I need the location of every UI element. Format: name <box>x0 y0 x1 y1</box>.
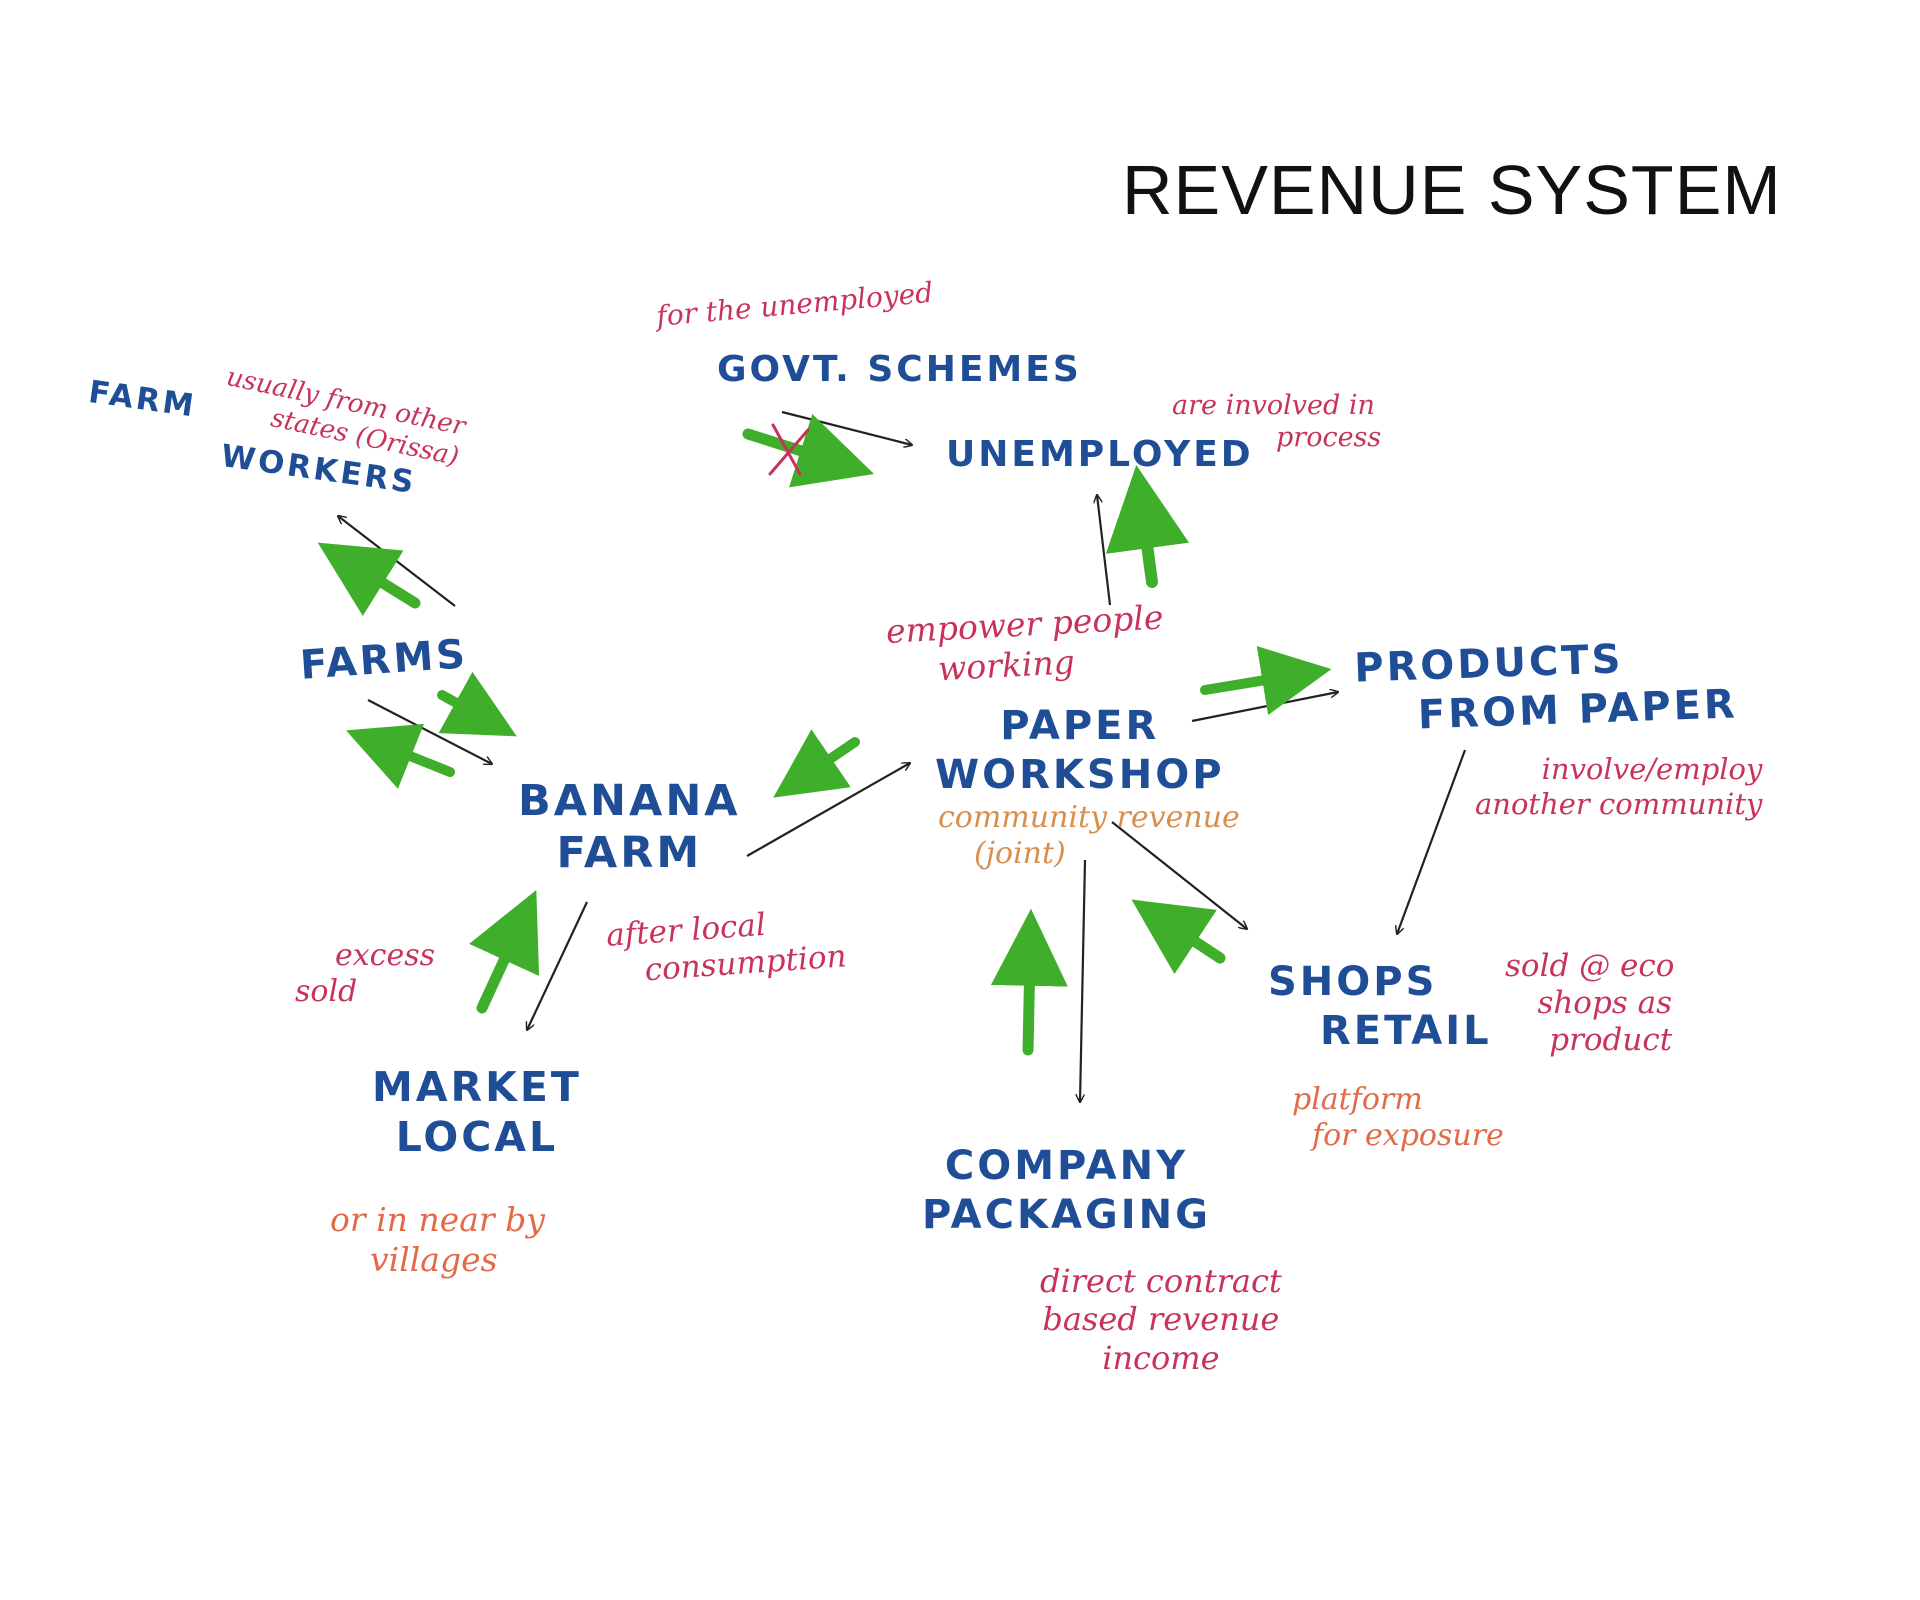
green-arrow-market-to-banana-farm <box>469 890 540 1014</box>
note-involve-employ-another-community: involve/employ another community <box>1475 752 1762 822</box>
node-shops-retail: SHOPS RETAIL <box>1268 958 1492 1056</box>
node-govt-schemes-line-1: GOVT. SCHEMES <box>717 349 1082 390</box>
arrow-paper-workshop-to-shops <box>1111 821 1247 929</box>
note-direct-contract-based-revenue-line-2: based revenue <box>1042 1300 1280 1339</box>
node-company-packaging-line-2: PACKAGING <box>922 1191 1211 1238</box>
note-involve-employ-another-community-line-1: involve/employ <box>1541 752 1763 786</box>
note-sold-at-eco-shops-line-1: sold @ eco <box>1505 948 1675 984</box>
note-sold-at-eco-shops: sold @ eco shops as product <box>1505 948 1674 1060</box>
green-arrow-packaging-to-paper-workshop <box>990 908 1068 1056</box>
note-excess-sold: excess sold <box>295 938 435 1010</box>
diagram-title: REVENUE SYSTEM <box>1122 151 1782 229</box>
note-or-in-nearby-villages: or in near by villages <box>330 1200 545 1279</box>
green-arrow-shops-to-paper-workshop <box>1131 899 1226 975</box>
node-banana-farm-line-1: BANANA <box>518 776 741 826</box>
note-direct-contract-based-revenue-line-1: direct contract <box>1040 1262 1282 1300</box>
note-direct-contract-based-revenue: direct contract based revenue income <box>1040 1262 1282 1377</box>
node-unemployed-line-1: UNEMPLOYED <box>946 434 1254 475</box>
green-arrow-govt-schemes-to-unemployed-crossed <box>742 413 875 488</box>
note-platform-for-exposure-line-1: platform <box>1292 1082 1423 1117</box>
arrow-banana-farm-to-market <box>527 901 588 1030</box>
note-excess-sold-line-1: excess <box>335 938 436 973</box>
note-community-revenue-joint: community revenue (joint) <box>938 800 1240 872</box>
note-platform-for-exposure-line-2: for exposure <box>1312 1118 1504 1153</box>
arrow-banana-farm-to-paper-workshop <box>746 763 910 857</box>
node-banana-farm: BANANA FARM <box>518 775 741 880</box>
note-are-involved-in-process-line-1: are involved in <box>1172 390 1375 421</box>
node-products-from-paper: PRODUCTS FROM PAPER <box>1353 631 1738 742</box>
node-market-local: MARKET LOCAL <box>372 1062 582 1162</box>
green-arrow-farms-to-banana-farm <box>437 671 517 737</box>
arrow-products-to-shops <box>1397 749 1467 934</box>
node-govt-schemes: GOVT. SCHEMES <box>717 348 1082 392</box>
note-community-revenue-joint-line-1: community revenue <box>938 800 1240 835</box>
note-or-in-nearby-villages-line-2: villages <box>370 1239 498 1279</box>
green-arrow-paper-workshop-to-products <box>1200 646 1332 716</box>
note-or-in-nearby-villages-line-1: or in near by <box>330 1200 545 1239</box>
arrow-govt-schemes-to-unemployed <box>781 410 912 445</box>
node-shops-retail-line-1: SHOPS <box>1268 959 1438 1005</box>
node-company-packaging: COMPANY PACKAGING <box>922 1142 1211 1240</box>
node-paper-workshop: PAPER WORKSHOP <box>935 702 1225 800</box>
note-platform-for-exposure: platform for exposure <box>1292 1082 1504 1154</box>
note-sold-at-eco-shops-line-3: product <box>1549 1022 1673 1059</box>
note-sold-at-eco-shops-line-2: shops as <box>1537 985 1672 1022</box>
node-banana-farm-line-2: FARM <box>556 828 703 879</box>
arrow-farms-to-banana-farm <box>367 699 492 764</box>
arrow-paper-workshop-to-packaging <box>1080 859 1087 1102</box>
note-community-revenue-joint-line-2: (joint) <box>974 836 1066 871</box>
arrow-paper-workshop-to-unemployed <box>1097 495 1112 606</box>
green-arrow-banana-farm-to-farms <box>346 723 455 789</box>
node-shops-retail-line-2: RETAIL <box>1320 1007 1492 1054</box>
note-direct-contract-based-revenue-line-3: income <box>1102 1338 1220 1377</box>
note-excess-sold-line-2: sold <box>295 974 358 1009</box>
green-arrow-paper-workshop-to-banana-farm <box>773 729 860 798</box>
green-arrow-farms-to-farm-workers <box>317 542 421 616</box>
node-paper-workshop-line-1: PAPER <box>1000 703 1160 749</box>
note-involve-employ-another-community-line-2: another community <box>1475 786 1763 821</box>
note-empower-people-working: empower people working <box>885 597 1166 691</box>
node-market-local-line-2: LOCAL <box>395 1113 559 1162</box>
green-arrow-paper-workshop-to-unemployed <box>1105 465 1190 588</box>
node-market-local-line-1: MARKET <box>372 1063 582 1111</box>
node-company-packaging-line-1: COMPANY <box>944 1143 1189 1189</box>
note-are-involved-in-process-line-2: process <box>1276 422 1382 454</box>
note-are-involved-in-process: are involved in process <box>1172 390 1381 455</box>
cross-mark <box>768 423 810 476</box>
node-paper-workshop-line-2: WORKSHOP <box>935 751 1225 798</box>
node-unemployed: UNEMPLOYED <box>946 433 1254 477</box>
